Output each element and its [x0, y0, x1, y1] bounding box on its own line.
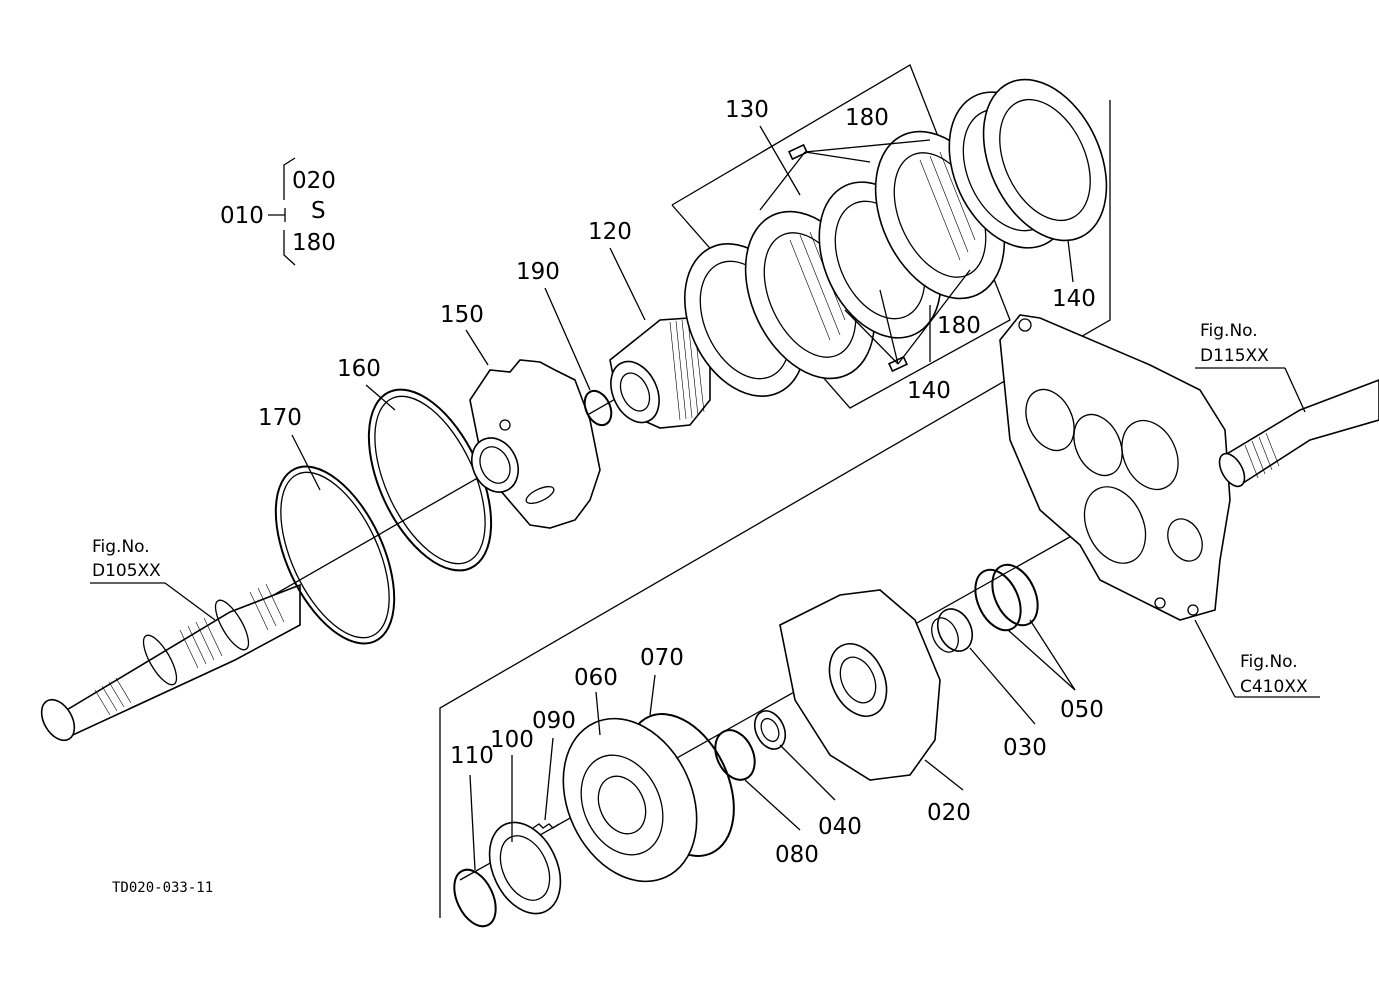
- part-label-190: 190: [516, 259, 560, 285]
- ref-d115-line1: Fig.No.: [1200, 321, 1258, 341]
- ref-d105-line1: Fig.No.: [92, 537, 150, 557]
- circlip-190: [583, 389, 613, 427]
- assembly-bracket: [268, 157, 296, 266]
- housing: [999, 314, 1231, 621]
- left-shaft: [40, 583, 301, 742]
- part-label-160: 160: [337, 356, 381, 382]
- hub-120: [609, 317, 711, 429]
- part-label-140-right: 140: [1052, 286, 1096, 312]
- ref-c410-line2: C410XX: [1240, 677, 1308, 697]
- right-shaft: [1218, 379, 1379, 488]
- leader-lines: [90, 125, 1320, 871]
- snap-ring-170: [274, 465, 396, 645]
- part-label-050: 050: [1060, 697, 1104, 723]
- part-label-170: 170: [258, 405, 302, 431]
- part-label-080: 080: [775, 842, 819, 868]
- part-label-180-top: 180: [845, 105, 889, 131]
- bearing-040: [753, 710, 787, 750]
- part-label-110: 110: [450, 743, 494, 769]
- drum-020: [779, 589, 941, 781]
- part-label-100: 100: [490, 727, 534, 753]
- part-label-070: 070: [640, 645, 684, 671]
- drawing-code: TD020-033-11: [112, 880, 213, 896]
- assembly-main-label: 010: [220, 203, 264, 229]
- figure-references: Fig.No. D105XX Fig.No. D115XX Fig.No. C4…: [92, 321, 1308, 697]
- part-label-120: 120: [588, 219, 632, 245]
- part-label-040: 040: [818, 814, 862, 840]
- part-label-140-bottom: 140: [907, 378, 951, 404]
- part-label-020: 020: [927, 800, 971, 826]
- clutch-pack: [683, 78, 1108, 397]
- part-label-180-bottom: 180: [937, 313, 981, 339]
- plate-150: [469, 359, 601, 529]
- part-labels: 120 130 180 190 150 160 170 140 180 140 …: [258, 97, 1104, 868]
- piston-060: [562, 717, 698, 883]
- spring-090: [532, 823, 560, 829]
- ref-d115-line2: D115XX: [1200, 346, 1269, 366]
- o-rings-050: [974, 563, 1039, 632]
- part-label-060: 060: [574, 665, 618, 691]
- assembly-label-group: 010 020 S 180: [220, 168, 336, 256]
- retainer-100: [488, 821, 562, 915]
- part-label-030: 030: [1003, 735, 1047, 761]
- circlip-110: [453, 868, 497, 928]
- part-label-090: 090: [532, 708, 576, 734]
- assembly-to-label: 180: [292, 230, 336, 256]
- ref-d105-line2: D105XX: [92, 561, 161, 581]
- part-label-150: 150: [440, 302, 484, 328]
- bearing-030: [931, 608, 974, 653]
- assembly-range-mark: S: [311, 198, 326, 224]
- part-label-130: 130: [725, 97, 769, 123]
- assembly-from-label: 020: [292, 168, 336, 194]
- o-ring-080: [714, 729, 756, 781]
- ref-c410-line1: Fig.No.: [1240, 652, 1298, 672]
